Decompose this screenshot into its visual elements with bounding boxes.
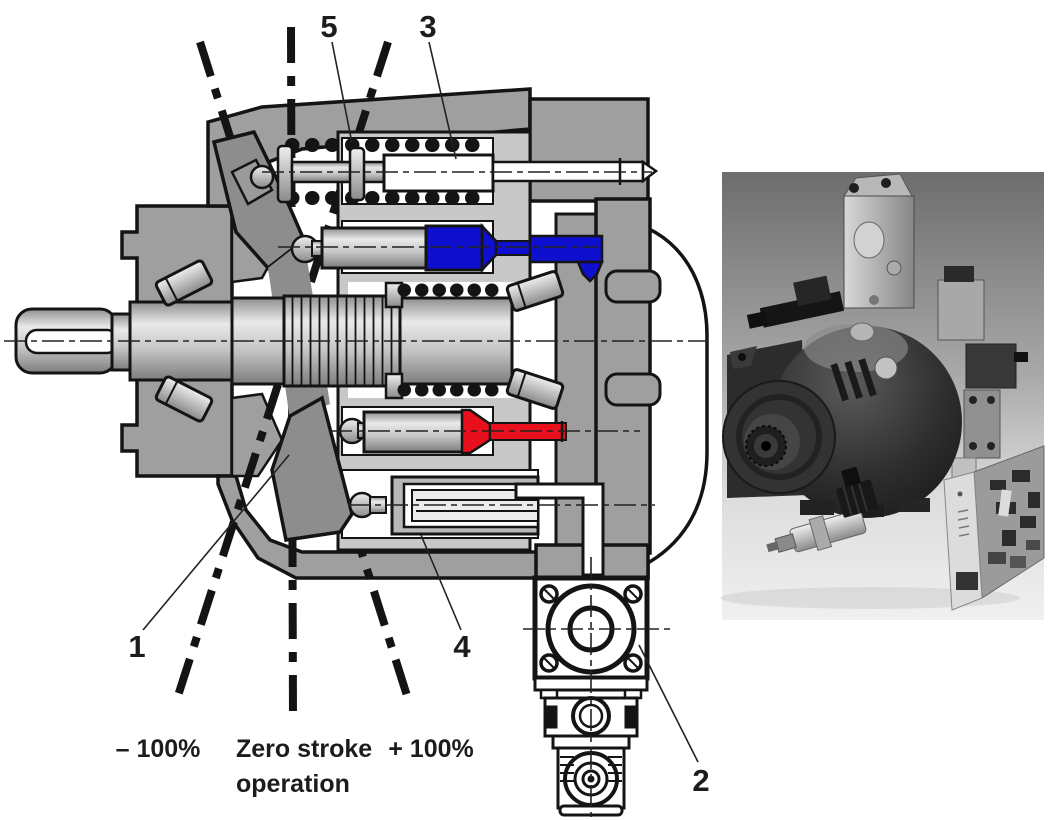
pilot-plug bbox=[869, 295, 879, 305]
pilot-bolt-2 bbox=[881, 178, 891, 188]
spring-washer-right bbox=[348, 146, 366, 202]
solenoid-plate bbox=[937, 279, 985, 341]
valve-bolt-c bbox=[969, 442, 977, 450]
shaft-center-hole bbox=[761, 441, 771, 451]
label-2: 2 bbox=[692, 763, 709, 798]
ball-joint-top bbox=[249, 164, 275, 190]
part-labels: 5 3 1 4 2 bbox=[128, 9, 709, 798]
cap-claw-lower bbox=[604, 372, 662, 407]
retract-piston-assembly bbox=[290, 222, 604, 283]
leader-3 bbox=[428, 41, 457, 160]
cap-claw-upper bbox=[604, 269, 662, 304]
front-flange-ring bbox=[736, 394, 822, 480]
blue-port-elbow bbox=[576, 260, 604, 283]
solenoid-valve-stack bbox=[937, 266, 1028, 485]
amplifier-card bbox=[943, 445, 1045, 611]
pump-body-photo bbox=[722, 275, 962, 518]
solenoid-coil bbox=[965, 343, 1017, 389]
blue-piston-cap bbox=[424, 224, 484, 272]
transducer-plug bbox=[840, 466, 862, 488]
piston-body-second bbox=[320, 226, 428, 270]
top-fittings bbox=[746, 275, 845, 329]
bias-piston-assembly bbox=[230, 144, 659, 206]
valve-bolt-b bbox=[987, 396, 995, 404]
annotation-zero-stroke-1: Zero stroke bbox=[236, 735, 372, 763]
leader-4 bbox=[420, 534, 462, 631]
pump-foot-1 bbox=[800, 500, 834, 515]
photo-shadow bbox=[720, 587, 1020, 609]
displacement-annotations: – 100% Zero stroke operation + 100% bbox=[116, 735, 474, 798]
label-4: 4 bbox=[453, 629, 471, 664]
pilot-port bbox=[853, 221, 885, 259]
valve-bolt-a bbox=[969, 396, 977, 404]
centerlines bbox=[4, 171, 708, 817]
shaft-spline-teeth bbox=[282, 294, 404, 388]
end-cap-block bbox=[528, 97, 650, 203]
label-5: 5 bbox=[320, 9, 337, 44]
panel-marks bbox=[957, 509, 970, 537]
annotation-minus-100: – 100% bbox=[116, 735, 201, 763]
pcb-chip-light bbox=[998, 489, 1012, 517]
swashplate-lower bbox=[270, 395, 354, 542]
flange-ear-hole bbox=[738, 353, 746, 361]
leader-1 bbox=[142, 454, 290, 631]
panel-led bbox=[957, 491, 963, 497]
transducer-hex bbox=[808, 515, 833, 552]
part-leaders bbox=[142, 41, 699, 763]
pump-housing bbox=[120, 87, 709, 580]
transducer-tip bbox=[766, 541, 780, 553]
label-1: 1 bbox=[128, 629, 145, 664]
annotation-zero-stroke-2: operation bbox=[236, 770, 350, 798]
swivel-line-zero bbox=[287, 26, 297, 724]
pump-port bbox=[874, 356, 898, 380]
valve-bolt-d bbox=[987, 442, 995, 450]
blue-port-bar bbox=[528, 234, 604, 264]
pump-slats bbox=[830, 358, 877, 402]
fitting-block bbox=[793, 275, 832, 307]
label-3: 3 bbox=[419, 9, 436, 44]
panel-connector bbox=[956, 572, 978, 590]
pump-cross-section-diagram: 5 3 1 4 2 – 100% Zero stroke operation +… bbox=[4, 9, 710, 817]
pump-screw-head bbox=[849, 322, 875, 342]
bias-piston-body bbox=[382, 153, 495, 193]
annotation-plus-100: + 100% bbox=[388, 735, 474, 763]
valve-wing-left bbox=[546, 705, 558, 729]
control-channel bbox=[514, 482, 605, 577]
solenoid-cable bbox=[1014, 352, 1028, 362]
valve-corner-bolts bbox=[539, 584, 643, 673]
spring-washer-left bbox=[276, 144, 294, 204]
springs bbox=[285, 138, 511, 397]
pilot-valve-block bbox=[843, 173, 915, 309]
pump-foot-3 bbox=[900, 498, 930, 512]
fitting-end bbox=[746, 311, 768, 329]
leader-5 bbox=[331, 41, 353, 144]
blue-rod bbox=[495, 240, 533, 256]
pilot-bolt-1 bbox=[849, 183, 859, 193]
solenoid-connector-top bbox=[944, 266, 974, 282]
leader-2 bbox=[638, 644, 699, 763]
pressure-transducer bbox=[766, 466, 879, 553]
transducer-connector bbox=[836, 479, 879, 518]
pilot-screw bbox=[886, 260, 902, 276]
valve-wing-right bbox=[624, 705, 636, 729]
product-photo bbox=[720, 172, 1045, 620]
piston-body-red bbox=[362, 410, 466, 454]
